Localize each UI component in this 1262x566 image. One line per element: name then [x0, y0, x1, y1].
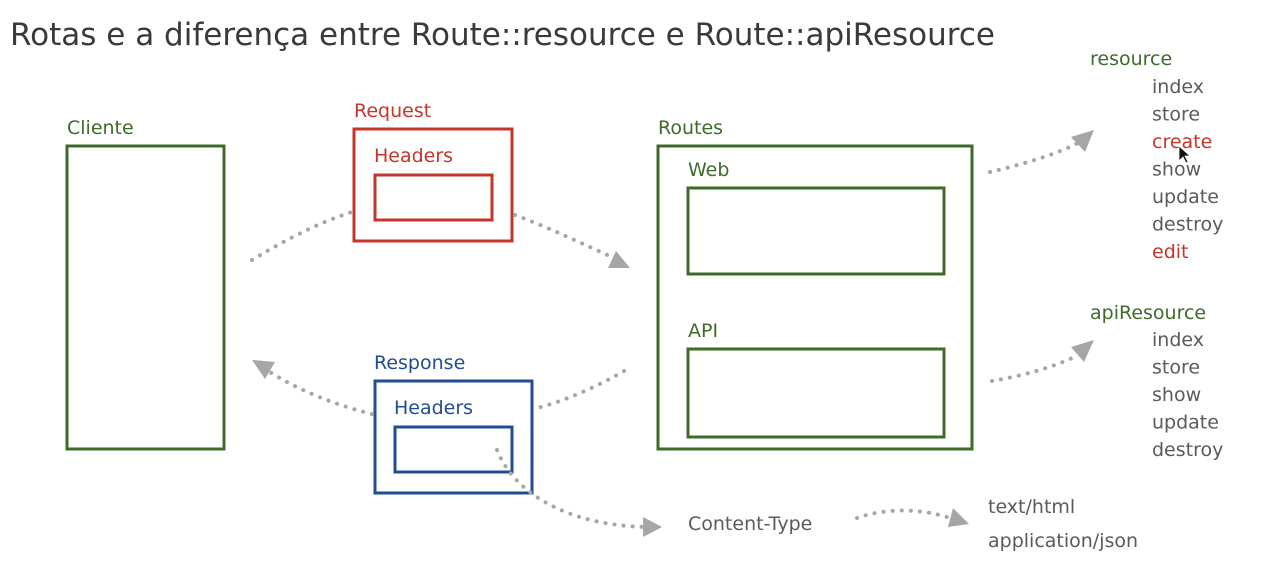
arrowhead-headers-to-content-type: [643, 517, 662, 537]
content-type-application-json: application/json: [988, 530, 1138, 552]
web-label: Web: [688, 159, 729, 181]
arrow-api-to-api-resource: [990, 353, 1080, 383]
flow-arrows: [250, 130, 1094, 537]
cliente-box: [65, 144, 226, 451]
routes-label: Routes: [658, 117, 723, 139]
response-box: [373, 379, 534, 495]
response-label: Response: [374, 352, 465, 374]
content-type-text-html: text/html: [988, 496, 1075, 518]
arrow-cliente-to-request: [250, 210, 354, 262]
arrow-response-to-cliente: [268, 370, 374, 416]
response-headers-label: Headers: [394, 397, 473, 419]
arrow-headers-to-content-type: [495, 448, 647, 529]
content-type-label: Content-Type: [688, 513, 812, 535]
arrowhead-api-to-api-resource: [1071, 340, 1094, 362]
resource-method-show: show: [1152, 159, 1201, 181]
resource-method-edit: edit: [1152, 241, 1188, 263]
resource-method-index: index: [1152, 76, 1204, 98]
request-box: [352, 127, 514, 243]
resource-method-store: store: [1152, 104, 1200, 126]
arrowhead-response-to-cliente: [252, 360, 275, 379]
resource-label: resource: [1090, 48, 1172, 70]
api-resource-method-index: index: [1152, 329, 1204, 351]
api-box: [686, 347, 946, 439]
arrow-content-type-to-values: [855, 508, 952, 520]
resource-method-update: update: [1152, 186, 1219, 208]
request-label: Request: [354, 100, 431, 122]
api-resource-method-destroy: destroy: [1152, 439, 1223, 461]
api-resource-methods-list: index store show update destroy: [1152, 329, 1223, 461]
api-resource-label: apiResource: [1090, 302, 1206, 324]
arrowhead-request-to-routes: [608, 251, 630, 268]
resource-methods-list: index store create show update destroy edit: [1152, 76, 1223, 263]
response-headers-box: [393, 425, 514, 474]
request-headers-box: [373, 173, 494, 222]
request-headers-label: Headers: [374, 145, 453, 167]
page-title: Rotas e a diferença entre Route::resourc…: [10, 17, 995, 53]
arrowhead-web-to-resource: [1071, 130, 1094, 152]
api-label: API: [688, 320, 718, 342]
resource-method-create: create: [1152, 131, 1212, 153]
api-resource-method-store: store: [1152, 357, 1200, 379]
arrow-web-to-resource: [988, 141, 1080, 174]
resource-method-destroy: destroy: [1152, 214, 1223, 236]
arrowhead-content-type-to-values: [948, 508, 969, 527]
arrow-routes-to-response: [535, 369, 626, 410]
api-resource-method-update: update: [1152, 412, 1219, 434]
cliente-label: Cliente: [67, 117, 134, 139]
routes-box: [656, 144, 974, 451]
web-box: [686, 186, 946, 276]
arrow-request-to-routes: [513, 213, 614, 259]
mouse-cursor-icon: [1178, 145, 1192, 164]
api-resource-method-show: show: [1152, 384, 1201, 406]
